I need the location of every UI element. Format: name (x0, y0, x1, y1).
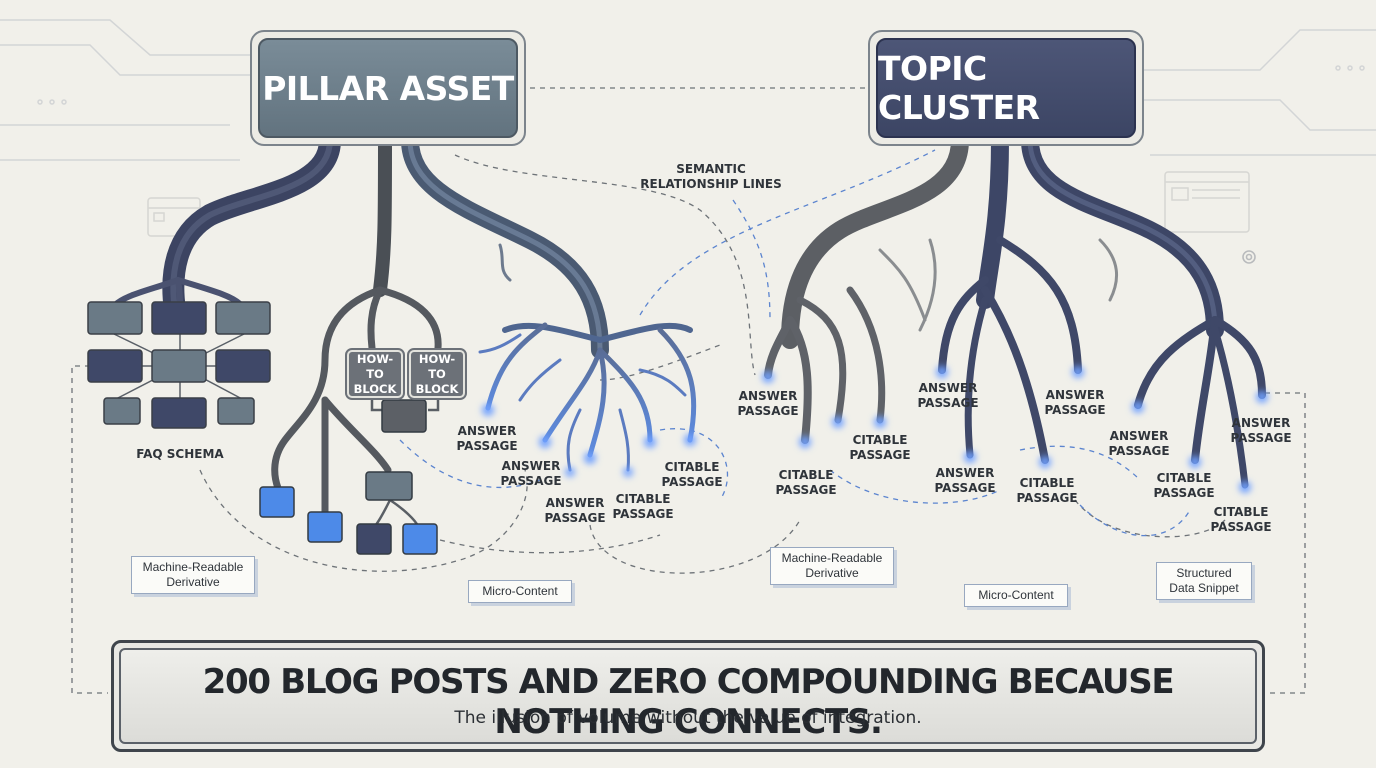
citable-passage-label: CITABLE PASSAGE (612, 492, 674, 521)
topic-cluster-header: TOPIC CLUSTER (876, 38, 1136, 138)
answer-passage-label: ANSWER PASSAGE (917, 381, 979, 410)
answer-passage-label: ANSWER PASSAGE (500, 459, 562, 488)
left-blue-roots (478, 243, 697, 472)
howto-block-1: HOW-TO BLOCK (345, 348, 405, 400)
howto-block-2: HOW-TO BLOCK (407, 348, 467, 400)
citable-passage-label: CITABLE PASSAGE (661, 460, 723, 489)
pillar-root-trunk (162, 129, 609, 359)
semantic-relationship-label: SEMANTIC RELATIONSHIP LINES (640, 162, 782, 191)
banner-subline: The illusion of volume without the value… (454, 708, 922, 728)
topic-root-trunk (781, 131, 1224, 349)
pillar-asset-header: PILLAR ASSET (258, 38, 518, 138)
citable-passage-label: CITABLE PASSAGE (1153, 471, 1215, 500)
faq-schema-blocks (87, 301, 271, 429)
banner-headline: 200 BLOG POSTS AND ZERO COMPOUNDING BECA… (202, 662, 1175, 742)
micro-content-note: Micro-Content (964, 584, 1068, 607)
faq-schema-label: FAQ SCHEMA (136, 447, 224, 461)
webpage-icon (147, 171, 1250, 237)
topic-root-branches (764, 236, 1266, 489)
structured-data-note: Structured Data Snippet (1156, 562, 1252, 600)
machine-readable-note: Machine-Readable Derivative (131, 556, 255, 594)
circuit-decoration (0, 19, 1376, 161)
banner-panel (119, 648, 1257, 744)
right-root-glow (762, 366, 1268, 493)
left-root-glow (482, 404, 696, 477)
answer-passage-label: ANSWER PASSAGE (544, 496, 606, 525)
answer-passage-label: ANSWER PASSAGE (1044, 388, 1106, 417)
answer-passage-label: ANSWER PASSAGE (1230, 416, 1292, 445)
machine-readable-note: Machine-Readable Derivative (770, 547, 894, 585)
howto-branches (271, 286, 442, 516)
answer-passage-label: ANSWER PASSAGE (1108, 429, 1170, 458)
answer-passage-label: ANSWER PASSAGE (456, 424, 518, 453)
micro-content-note: Micro-Content (468, 580, 572, 603)
citable-passage-label: CITABLE PASSAGE (1016, 476, 1078, 505)
dashed-connector (71, 87, 1306, 694)
answer-passage-label: ANSWER PASSAGE (737, 389, 799, 418)
citable-passage-label: CITABLE PASSAGE (775, 468, 837, 497)
answer-passage-label: ANSWER PASSAGE (934, 466, 996, 495)
citable-passage-label: CITABLE PASSAGE (849, 433, 911, 462)
citable-passage-label: CITABLE PASSAGE (1210, 505, 1272, 534)
micro-blocks (259, 399, 438, 555)
semantic-relationship-line (399, 149, 1191, 537)
